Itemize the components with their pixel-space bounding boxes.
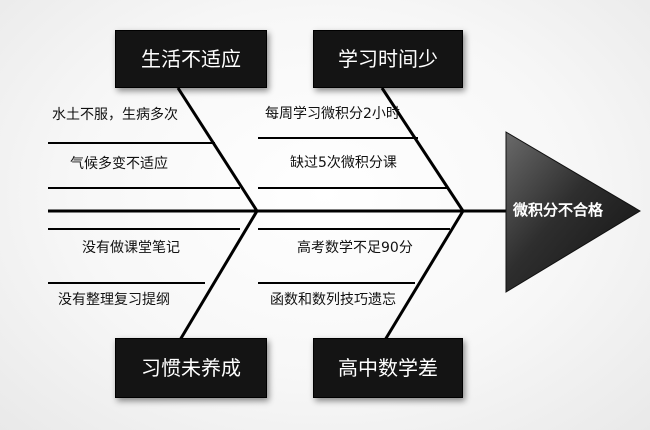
cause-label: 每周学习微积分2小时 (265, 106, 400, 122)
cause-label: 高考数学不足90分 (297, 240, 413, 256)
cause-label: 函数和数列技巧遗忘 (270, 292, 396, 308)
bone-study-time (380, 87, 465, 212)
bone-living (176, 87, 259, 212)
cause-label: 缺过5次微积分课 (290, 155, 397, 171)
cause-label: 没有整理复习提纲 (58, 292, 170, 308)
category-box-study-time: 学习时间少 (313, 30, 463, 88)
effect-label: 微积分不合格 (513, 201, 604, 219)
cause-label: 没有做课堂笔记 (82, 240, 180, 256)
category-box-living: 生活不适应 (115, 30, 267, 88)
cause-label: 气候多变不适应 (70, 156, 168, 172)
bone-math-base (383, 210, 465, 341)
fish-head (505, 131, 641, 293)
category-box-habits: 习惯未养成 (115, 338, 267, 398)
bone-habits (178, 210, 259, 341)
category-box-math-base: 高中数学差 (313, 338, 463, 398)
cause-label: 水土不服，生病多次 (52, 107, 178, 123)
